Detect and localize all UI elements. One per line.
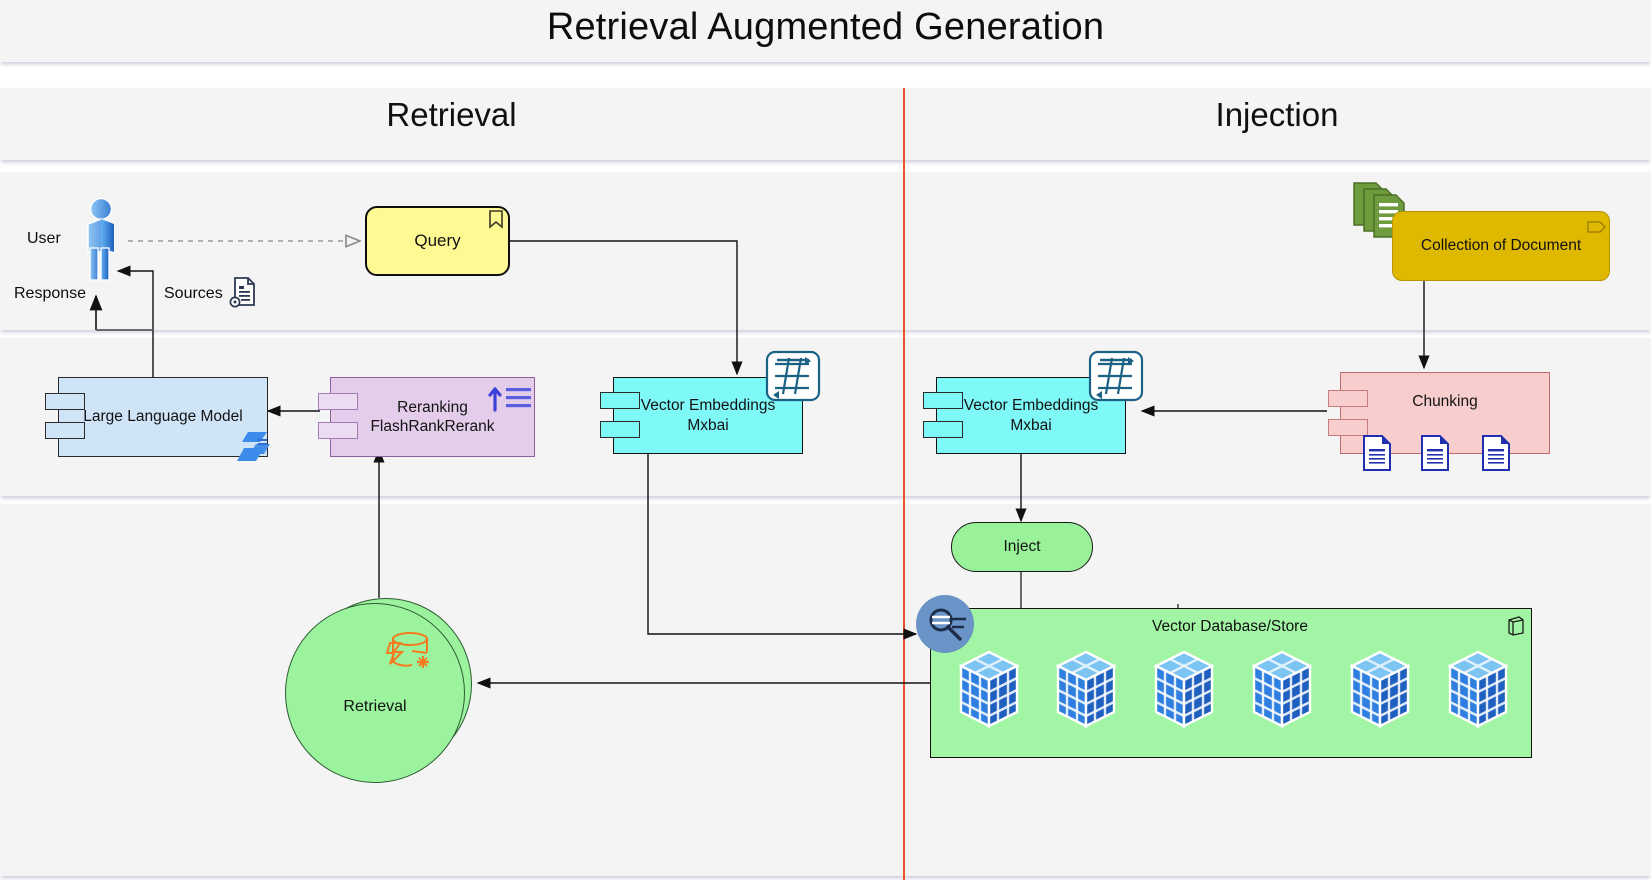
ve-right-port-bottom	[923, 421, 963, 438]
node-llm-label: Large Language Model	[83, 408, 243, 426]
document-gear-icon	[226, 275, 258, 314]
reranking-port-top	[318, 393, 358, 410]
node-collection-label: Collection of Document	[1420, 237, 1582, 255]
node-vector-database-label: Vector Database/Store	[1152, 618, 1308, 635]
phase-divider	[903, 88, 905, 880]
ve-left-port-top	[600, 392, 640, 409]
node-vector-database[interactable]	[930, 608, 1532, 758]
node-ve-left-label-2: Mxbai	[687, 416, 729, 434]
node-large-language-model[interactable]: Large Language Model	[58, 377, 268, 457]
user-label: User	[27, 230, 61, 247]
sources-label: Sources	[164, 285, 223, 302]
node-vector-embeddings-left[interactable]: Vector Embeddings Mxbai	[613, 377, 803, 454]
data-cube-icon-2	[1052, 648, 1120, 735]
node-ve-left-label-1: Vector Embeddings	[640, 397, 776, 415]
user-person-icon	[82, 196, 122, 282]
response-label: Response	[14, 285, 87, 302]
bookmark-icon	[487, 209, 505, 236]
search-database-icon	[382, 630, 436, 683]
ve-right-port-top	[923, 392, 963, 409]
node-reranking-label-2: FlashRankRerank	[370, 418, 495, 435]
data-cube-icon-6	[1444, 648, 1512, 735]
llm-port-top	[45, 393, 85, 410]
embedding-grid-icon-right	[1088, 350, 1144, 407]
node-retrieval-label: Retrieval	[343, 698, 407, 715]
document-chunk-icon-2	[1420, 434, 1450, 477]
chunking-port-top	[1328, 390, 1368, 407]
embedding-grid-icon-left	[765, 350, 821, 407]
data-cube-icon-3	[1150, 648, 1218, 735]
document-chunk-icon-3	[1481, 434, 1511, 477]
document-chunk-icon-1	[1362, 434, 1392, 477]
llm-port-bottom	[45, 422, 85, 439]
node-chunking-label: Chunking	[1412, 393, 1478, 411]
node-inject-label: Inject	[1003, 538, 1041, 556]
node-inject[interactable]: Inject	[951, 522, 1093, 572]
node-collection-of-document[interactable]: Collection of Document	[1392, 211, 1610, 281]
node-vector-embeddings-right[interactable]: Vector Embeddings Mxbai	[936, 377, 1126, 454]
database-cube-icon	[1506, 615, 1526, 642]
title-band	[0, 0, 1651, 62]
azure-openai-icon	[234, 430, 278, 469]
data-cube-icon-4	[1248, 648, 1316, 735]
node-reranking[interactable]: Reranking FlashRankRerank	[330, 377, 535, 457]
sort-ascending-icon	[487, 384, 533, 419]
message-flag-icon	[1586, 218, 1608, 241]
page-title: Retrieval Augmented Generation	[546, 6, 1105, 48]
data-cube-icon-1	[955, 648, 1023, 735]
node-query-label: Query	[414, 231, 461, 251]
data-cube-icon-5	[1346, 648, 1414, 735]
node-ve-right-label-2: Mxbai	[1010, 416, 1052, 434]
chunking-port-bottom	[1328, 419, 1368, 436]
phase-label-injection: Injection	[1215, 96, 1339, 133]
node-query[interactable]: Query	[365, 206, 510, 276]
ve-left-port-bottom	[600, 421, 640, 438]
node-ve-right-label-1: Vector Embeddings	[963, 397, 1099, 415]
stacked-documents-icon	[1352, 181, 1414, 256]
magnifier-search-icon[interactable]	[916, 595, 974, 658]
phase-label-retrieval: Retrieval	[386, 96, 517, 133]
reranking-port-bottom	[318, 422, 358, 439]
phase-band	[0, 88, 1651, 160]
node-retrieval[interactable]: Retrieval	[285, 603, 465, 783]
node-reranking-label-1: Reranking	[397, 398, 468, 416]
